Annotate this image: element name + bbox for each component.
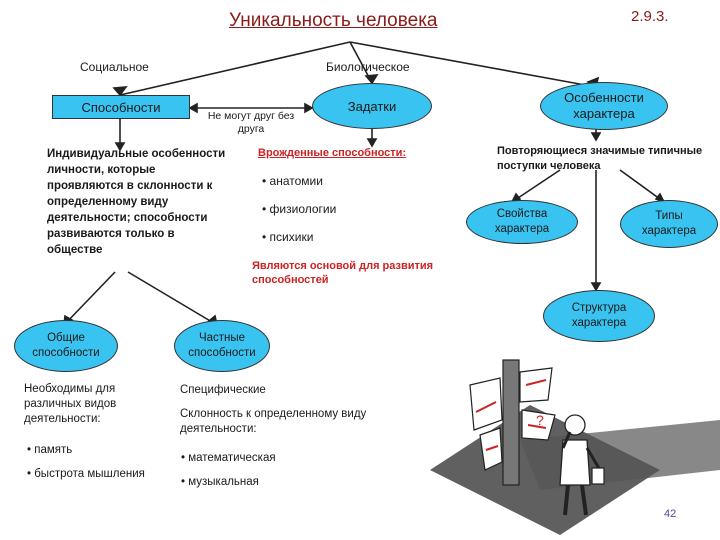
link-title-abilities	[119, 41, 351, 96]
link-special	[127, 271, 218, 326]
special-abilities-box: Частные способности	[174, 320, 270, 372]
inclinations-box: Задатки	[312, 83, 432, 129]
page-title: Уникальность человека	[229, 10, 438, 31]
arrowhead	[364, 74, 379, 85]
link-traits	[511, 169, 561, 203]
character-features-box: Особенности характера	[540, 82, 668, 130]
link-general	[63, 271, 116, 326]
special-info-line1: Специфические	[180, 384, 266, 396]
signpost-thinker-icon	[430, 359, 720, 535]
abilities-box: Способности	[52, 95, 190, 119]
abilities-definition: Индивидуальные особенности личности, кот…	[47, 148, 226, 256]
general-abilities-box: Общие способности	[14, 320, 118, 372]
branch-social-label: Социальное	[80, 60, 149, 74]
character-structure-label: Структура характера	[571, 302, 627, 329]
special-info-line2: Склонность к определенному виду деятельн…	[180, 408, 367, 435]
special-info-item: • математическая	[181, 452, 276, 464]
character-features-label: Особенности характера	[564, 90, 644, 121]
special-info-item: • музыкальная	[181, 476, 259, 488]
arrowhead	[188, 102, 198, 114]
inclinations-heading: Врожденные способности:	[258, 147, 407, 159]
arrowhead	[590, 282, 602, 292]
inclinations-item: • анатомии	[262, 174, 323, 188]
question-mark: ?	[536, 412, 544, 428]
general-info-item: • быстрота мышления	[27, 468, 145, 480]
general-abilities-label: Общие способности	[32, 332, 100, 359]
branch-biological-label: Биологическое	[326, 60, 410, 74]
character-traits-label: Свойства характера	[494, 208, 550, 235]
inclinations-item: • физиологии	[262, 202, 337, 216]
inclinations-item: • психики	[262, 230, 314, 244]
arrowhead	[366, 138, 378, 148]
abilities-label: Способности	[81, 99, 161, 115]
link-title-character	[349, 41, 597, 88]
special-abilities-label: Частные способности	[188, 332, 256, 359]
arrowhead	[590, 132, 602, 142]
connector-note: Не могут друг без друга	[207, 110, 295, 135]
character-types-box: Типы характера	[620, 200, 718, 248]
slide-number: 2.9.3.	[631, 8, 669, 25]
character-structure-box: Структура характера	[543, 290, 655, 342]
general-info-item: • память	[27, 444, 73, 456]
page-number: 42	[664, 508, 677, 520]
link-types	[619, 169, 665, 203]
arrowhead	[304, 102, 314, 114]
inclinations-footer: Являются основой для развития способност…	[252, 260, 434, 286]
general-info-text: Необходимы для различных видов деятельно…	[24, 383, 117, 425]
character-traits-box: Свойства характера	[466, 200, 578, 244]
character-types-label: Типы характера	[641, 210, 697, 237]
character-definition: Повторяющиеся значимые типичные поступки…	[497, 145, 703, 172]
arrowhead	[114, 142, 126, 152]
inclinations-label: Задатки	[347, 98, 397, 114]
arrowhead	[112, 86, 128, 97]
